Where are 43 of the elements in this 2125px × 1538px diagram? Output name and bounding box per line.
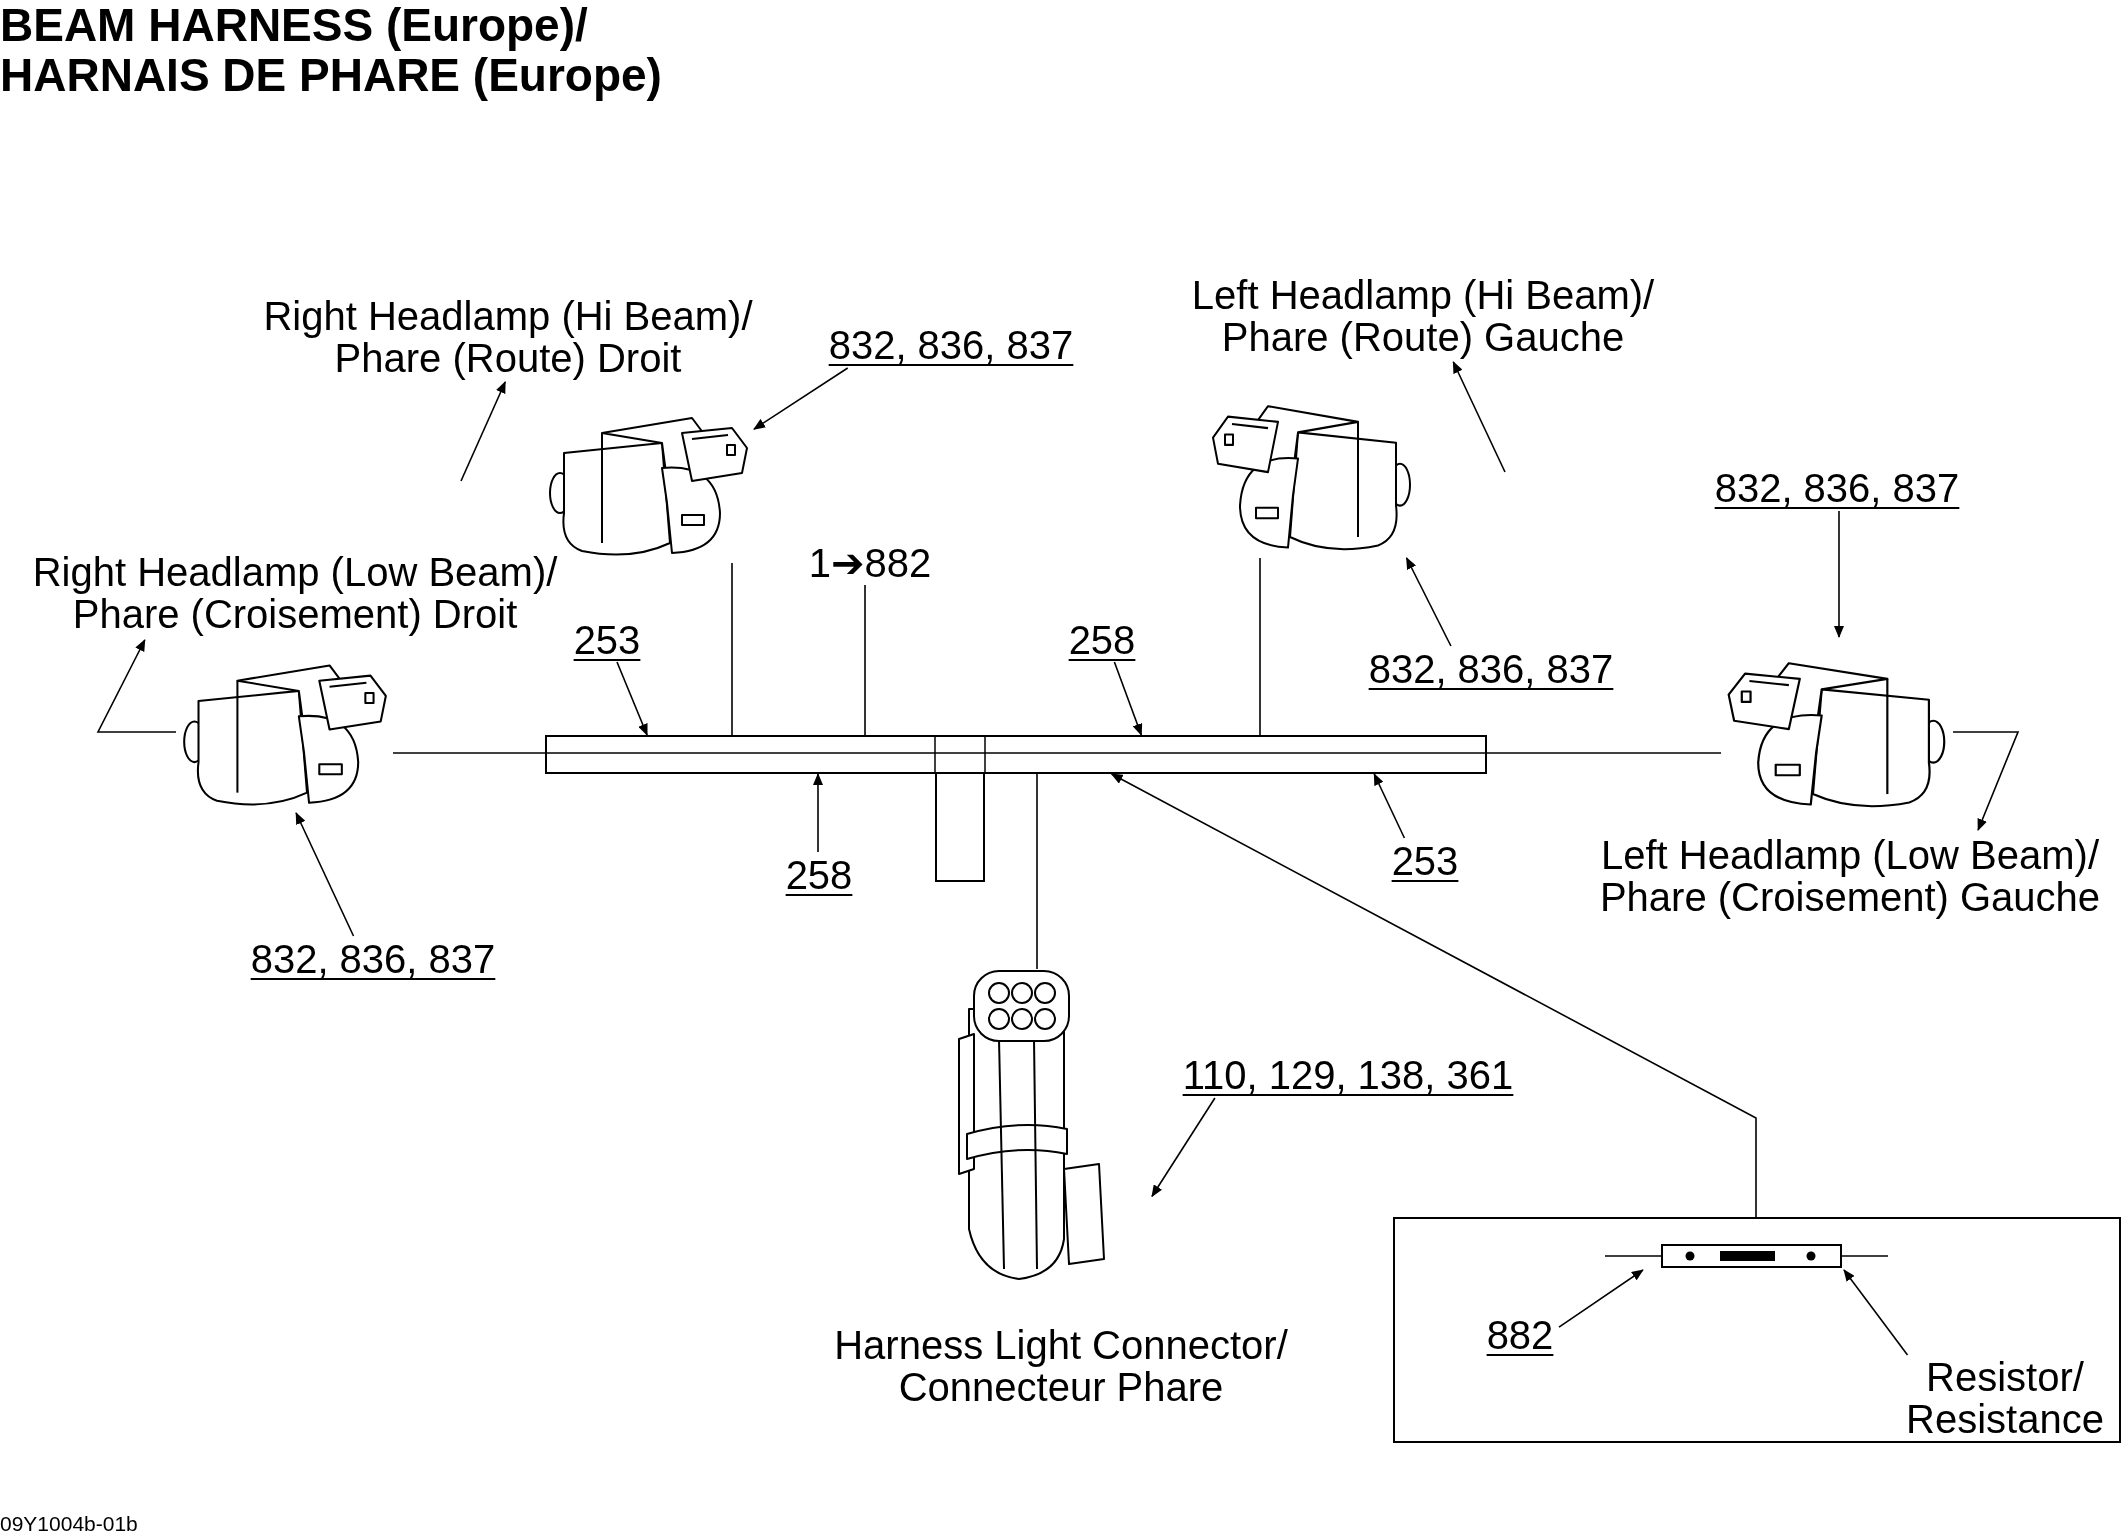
leader-arrow	[460, 381, 506, 482]
leader-arrow	[1843, 1269, 1909, 1356]
leader-arrow	[1151, 1097, 1216, 1198]
callout-number: 882	[1481, 1312, 1559, 1358]
drawing-code: 09Y1004b-01b	[0, 1511, 138, 1537]
callout-note: 1➔882	[800, 540, 940, 585]
leader-arrow	[295, 812, 355, 937]
wire	[392, 752, 546, 754]
callout-number: 258	[781, 852, 857, 897]
leader-arrow	[1452, 361, 1506, 473]
leader-arrow	[616, 661, 648, 736]
leader-line	[864, 584, 866, 736]
diagram-title: BEAM HARNESS (Europe)/ HARNAIS DE PHARE (Europe)	[0, 0, 663, 100]
leader-arrow	[753, 367, 849, 430]
callout-number: 832, 836, 837	[242, 936, 504, 982]
part-label: Left Headlamp (Low Beam)/ Phare (Croisement) Gauche	[1575, 830, 2125, 922]
callout-number: 258	[1064, 617, 1140, 662]
callout-number: 832, 836, 837	[822, 322, 1080, 368]
wire	[731, 562, 733, 736]
wire	[1110, 773, 1757, 1218]
leader-arrow	[1558, 1269, 1644, 1328]
callout-number: 832, 836, 837	[1708, 465, 1966, 511]
callout-number: 253	[569, 617, 645, 662]
leader-arrow	[1952, 731, 2020, 831]
wire	[1259, 557, 1261, 736]
resistor-drawing	[1605, 1242, 1888, 1270]
part-label: Right Headlamp (Hi Beam)/ Phare (Route) Droit	[228, 292, 788, 382]
leader-arrow	[1405, 557, 1452, 647]
wire	[1036, 773, 1038, 970]
inset-box	[1393, 1217, 2121, 1443]
leader-arrow	[1373, 773, 1406, 839]
leader-arrow	[96, 639, 177, 733]
leader-arrow	[813, 773, 823, 853]
connector-caption: Harness Light Connector/ Connecteur Phare	[833, 1322, 1289, 1411]
leader-arrow	[1113, 661, 1143, 736]
callout-number: 110, 129, 138, 361	[1170, 1052, 1526, 1098]
part-label: Resistor/ Resistance	[1892, 1355, 2118, 1441]
callout-number: 253	[1387, 838, 1463, 883]
callout-number: 832, 836, 837	[1360, 646, 1622, 692]
part-label: Left Headlamp (Hi Beam)/ Phare (Route) Gauche	[1163, 270, 1683, 362]
leader-arrow	[1834, 510, 1844, 638]
harness-bar-drawing	[545, 735, 1487, 774]
wire	[1486, 752, 1722, 754]
